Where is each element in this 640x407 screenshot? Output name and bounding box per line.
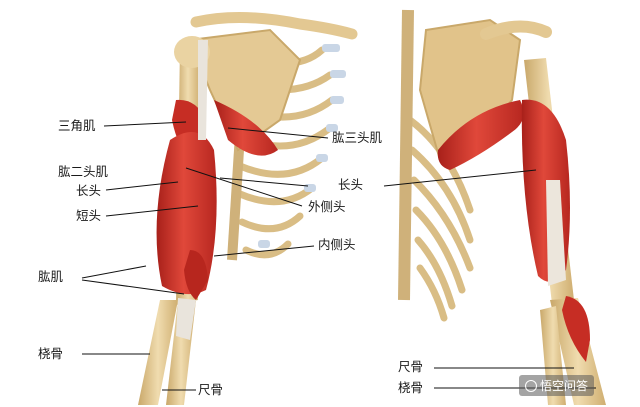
watermark-text: 悟空问答	[540, 379, 589, 393]
watermark: 悟空问答	[519, 375, 595, 396]
right-muscles	[437, 99, 590, 362]
right-anconeus-muscle	[562, 296, 590, 362]
right-triceps-tendon	[546, 180, 566, 286]
label-triceps: 肱三头肌	[332, 130, 383, 145]
left-biceps-tendon	[198, 40, 208, 140]
label-radius-right: 桡骨	[398, 380, 424, 395]
watermark-logo-icon	[525, 380, 537, 392]
label-radius-left: 桡骨	[38, 346, 64, 361]
right-long-head-muscle	[437, 100, 524, 170]
right-acromion	[480, 20, 552, 40]
label-long-head-left: 长头	[76, 183, 102, 198]
label-short-head: 短头	[76, 208, 102, 223]
label-lateral-head: 外侧头	[308, 199, 346, 214]
label-medial-head: 内侧头	[318, 237, 356, 252]
label-ulna-left: 尺骨	[198, 382, 224, 397]
label-long-head-right: 长头	[338, 177, 364, 192]
left-scapula	[188, 28, 302, 152]
label-brachialis: 肱肌	[38, 269, 64, 284]
left-brachialis-muscle	[184, 250, 208, 300]
left-triceps-muscle	[214, 100, 278, 156]
label-biceps: 肱二头肌	[58, 164, 109, 179]
left-muscles	[156, 40, 278, 340]
left-biceps-muscle	[156, 132, 217, 295]
left-radius-bone	[138, 300, 178, 405]
right-spine	[398, 9, 414, 301]
left-cartilage	[258, 44, 346, 248]
left-forearm-muscle	[176, 298, 196, 340]
label-ulna-right: 尺骨	[398, 359, 424, 374]
left-clavicle	[190, 11, 358, 40]
label-deltoid: 三角肌	[58, 118, 96, 133]
